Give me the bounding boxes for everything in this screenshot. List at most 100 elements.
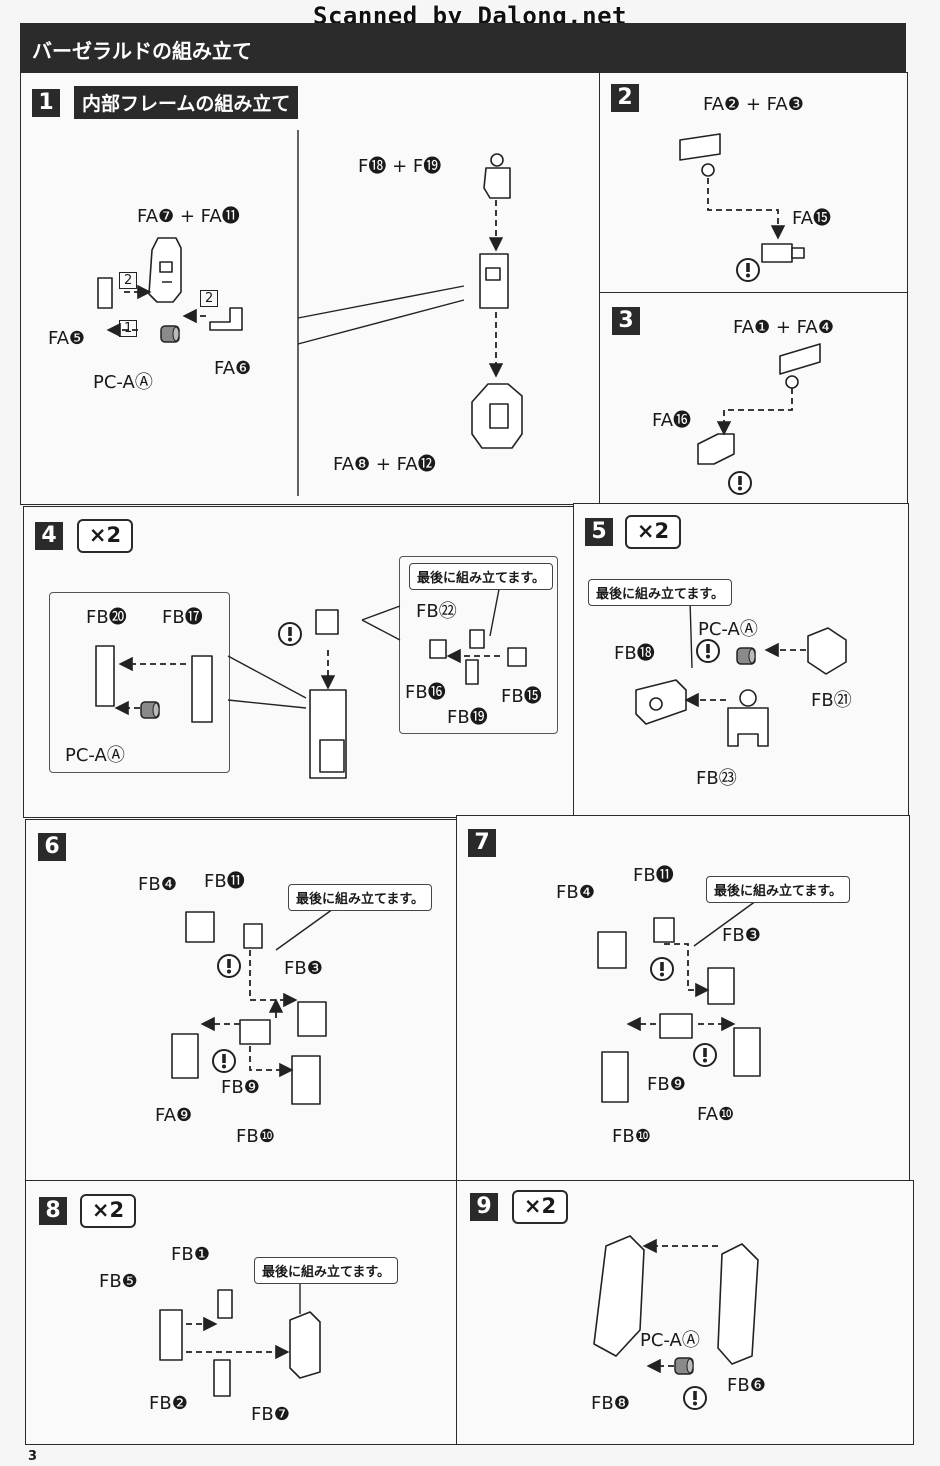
step-6-number: 6 [38, 833, 66, 861]
part-fb4-s6 [185, 911, 215, 943]
part-f18-f19 [483, 167, 511, 199]
label-fb18-s5: FB⓲ [614, 643, 655, 664]
part-fa9-s6 [171, 1033, 199, 1079]
page-title: バーゼラルドの組み立て [32, 39, 252, 63]
part-fa10-s7 [733, 1027, 761, 1077]
label-f18-f19: F⓲ + F⓳ [358, 156, 442, 177]
part-fb23 [727, 707, 769, 747]
label-fb1-s8: FB❶ [171, 1244, 210, 1265]
part-fb6-s9 [717, 1243, 759, 1365]
step-3-panel [599, 292, 908, 505]
step-9-multiplier: ×2 [512, 1190, 568, 1224]
label-fb4-s6: FB❹ [138, 874, 177, 895]
page-number: 3 [28, 1449, 38, 1464]
note-assemble-last-s4: 最後に組み立てます。 [409, 563, 554, 590]
label-fa9-s6: FA❾ [155, 1105, 193, 1126]
label-fb15-s4: FB⓯ [501, 686, 542, 707]
label-fb9-s6: FB❾ [221, 1077, 260, 1098]
part-fa6 [209, 307, 243, 331]
label-pc-a: PC-AⒶ [93, 372, 153, 393]
part-fb5-s8 [159, 1309, 183, 1361]
step-3-number: 3 [612, 307, 640, 335]
label-fb3-s7: FB❸ [722, 925, 761, 946]
step-4-inset-left [49, 592, 230, 773]
label-fa7-fa11: FA❼ + FA⓫ [137, 206, 240, 227]
part-fb15 [507, 647, 527, 667]
label-fb17: FB⓱ [162, 607, 203, 628]
order-badge-2b: 2 [200, 290, 219, 307]
label-pc-a-s5: PC-AⒶ [698, 619, 758, 640]
page-header: バーゼラルドの組み立て [20, 23, 906, 72]
step-9-number: 9 [470, 1193, 498, 1221]
label-fa8-fa12: FA❽ + FA⓬ [333, 454, 436, 475]
order-badge-1: 1 [119, 320, 138, 337]
part-fb3-s6 [297, 1001, 327, 1037]
step-6-panel [25, 819, 458, 1181]
label-fb21: FB㉑ [811, 690, 852, 711]
step-8-number: 8 [39, 1197, 67, 1225]
label-fb16-s4: FB⓰ [405, 682, 446, 703]
step-4-multiplier: ×2 [77, 519, 133, 553]
step-1-title: 内部フレームの組み立て [74, 86, 299, 119]
part-fb3-s7 [707, 967, 735, 1005]
part-fb21 [807, 627, 847, 675]
part-fb8-s9 [593, 1235, 645, 1357]
label-fb11-s7: FB⓫ [633, 865, 674, 886]
note-assemble-last-s7: 最後に組み立てます。 [706, 876, 851, 903]
label-pc-a-s4: PC-AⒶ [65, 745, 125, 766]
note-assemble-last-s6: 最後に組み立てます。 [288, 884, 433, 911]
label-fb2-s8: FB❷ [149, 1393, 188, 1414]
step-5-multiplier: ×2 [625, 515, 681, 549]
label-fa6: FA❻ [214, 358, 252, 379]
label-fa5: FA❺ [48, 328, 86, 349]
part-fa2-fa3 [679, 133, 721, 161]
part-fb11-s7 [653, 917, 675, 943]
part-fb16 [429, 639, 447, 659]
order-badge-2a: 2 [119, 272, 138, 289]
label-fa16: FA⓰ [652, 410, 692, 431]
label-fb10-s6: FB❿ [236, 1126, 275, 1147]
part-fb7-s8 [289, 1311, 321, 1379]
label-fb10-s7: FB❿ [612, 1126, 651, 1147]
step-2-panel [599, 72, 908, 294]
label-fb5-s8: FB❺ [99, 1271, 138, 1292]
part-fb2-s8 [213, 1359, 231, 1397]
label-fb7-s8: FB❼ [251, 1404, 290, 1425]
part-fa1-fa4 [779, 343, 821, 375]
part-fa15 [761, 243, 793, 263]
part-fb1-s8 [217, 1289, 233, 1319]
step-1-number: 1 [32, 89, 60, 117]
step-5-panel [573, 503, 909, 818]
part-fb10-s6 [291, 1055, 321, 1105]
step-4-panel [23, 506, 575, 818]
part-frame-mid [479, 253, 509, 309]
step-5-number: 5 [585, 518, 613, 546]
part-fb20 [95, 645, 115, 707]
label-fb3-s6: FB❸ [284, 958, 323, 979]
part-fb17 [191, 655, 213, 723]
step-7-number: 7 [468, 829, 496, 857]
label-pc-a-s9: PC-AⒶ [640, 1330, 700, 1351]
step-4-inset-right [399, 556, 558, 734]
label-fa15: FA⓯ [792, 208, 832, 229]
label-fb8-s9: FB❽ [591, 1393, 630, 1414]
label-fa1-fa4: FA❶ + FA❹ [733, 317, 834, 338]
step-8-multiplier: ×2 [80, 1194, 136, 1228]
step-4-number: 4 [35, 522, 63, 550]
label-fb9-s7: FB❾ [647, 1074, 686, 1095]
part-fb11-s6 [243, 923, 263, 949]
part-fa16 [697, 433, 735, 465]
label-fb22: FB㉒ [416, 601, 457, 622]
label-fa10-s7: FA❿ [697, 1104, 735, 1125]
note-assemble-last-s5: 最後に組み立てます。 [588, 579, 733, 606]
part-fb4-s7 [597, 931, 627, 969]
part-fb10-s7 [601, 1051, 629, 1103]
part-fb9-s6 [239, 1019, 271, 1045]
label-fb20: FB⓴ [86, 607, 127, 628]
part-fa5 [97, 277, 113, 309]
label-fb4-s7: FB❹ [556, 882, 595, 903]
label-fa2-fa3: FA❷ + FA❸ [703, 94, 804, 115]
part-fb9-s7 [659, 1013, 693, 1039]
label-fb6-s9: FB❻ [727, 1375, 766, 1396]
